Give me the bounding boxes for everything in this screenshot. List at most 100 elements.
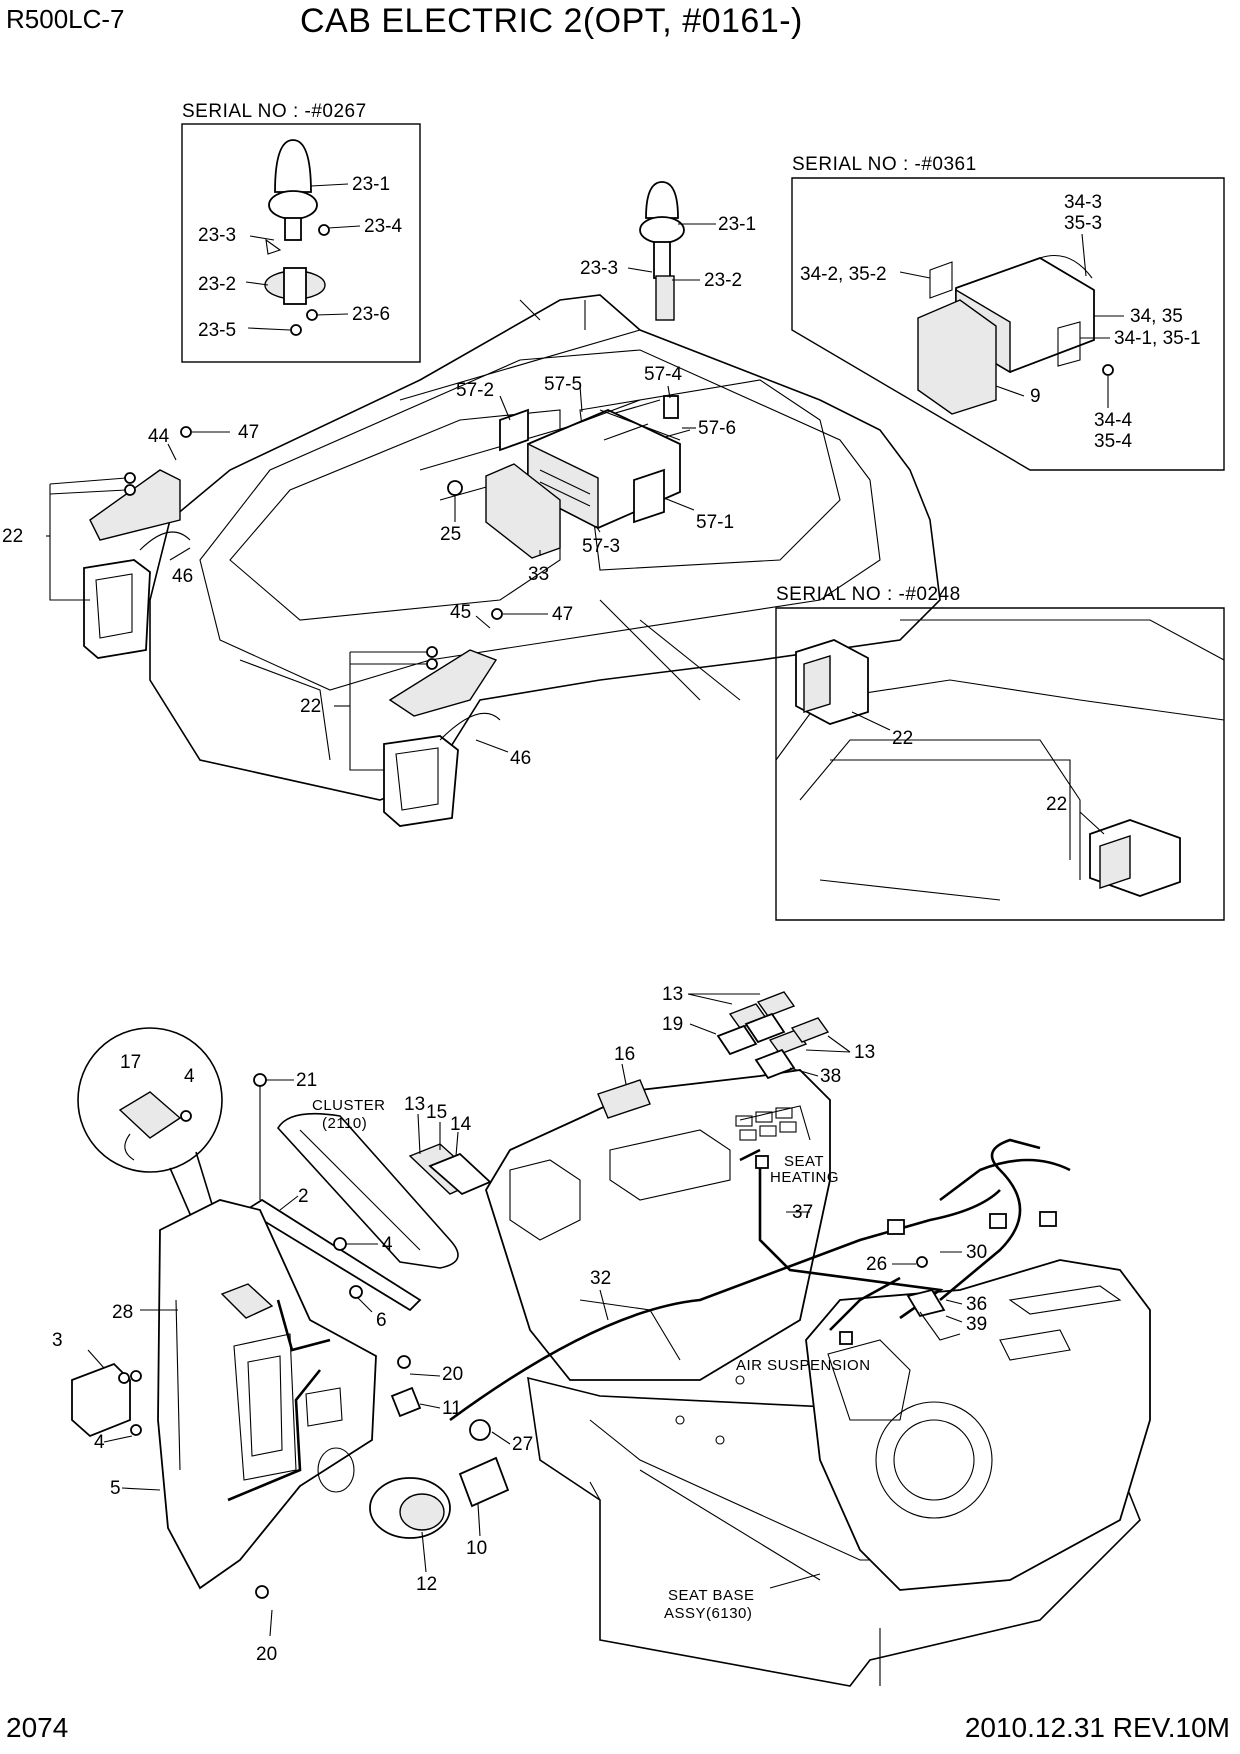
label-5: 5 bbox=[110, 1478, 121, 1499]
radio-unit bbox=[447, 395, 681, 559]
label-37: 37 bbox=[792, 1202, 813, 1223]
label-45: 45 bbox=[450, 602, 471, 623]
label-6: 6 bbox=[376, 1310, 387, 1331]
label-47-upper: 47 bbox=[238, 422, 259, 443]
label-14: 14 bbox=[450, 1114, 472, 1135]
label-57-5: 57-5 bbox=[544, 374, 582, 395]
label-57-1: 57-1 bbox=[696, 512, 734, 533]
right-console bbox=[805, 1259, 1151, 1591]
label-20-upper: 20 bbox=[442, 1364, 463, 1385]
label-57-4: 57-4 bbox=[644, 364, 682, 385]
label-39: 39 bbox=[966, 1314, 987, 1335]
seat-heating-switch bbox=[597, 1079, 651, 1119]
label-4-bracket: 4 bbox=[382, 1234, 393, 1255]
label-57-6: 57-6 bbox=[698, 418, 736, 439]
label-30: 30 bbox=[966, 1242, 987, 1263]
label-4-lower: 4 bbox=[94, 1432, 105, 1453]
detail-callout-circle bbox=[77, 1027, 227, 1261]
label-3: 3 bbox=[52, 1330, 63, 1351]
label-26: 26 bbox=[866, 1254, 887, 1275]
label-23-6: 23-6 bbox=[352, 304, 390, 325]
seat-heating-label-line1: SEAT bbox=[784, 1153, 824, 1170]
label-36: 36 bbox=[966, 1294, 987, 1315]
label-22-inset-b: 22 bbox=[1046, 794, 1067, 815]
label-23-4: 23-4 bbox=[364, 216, 402, 237]
bracket bbox=[244, 1073, 422, 1312]
label-57-2: 57-2 bbox=[456, 380, 494, 401]
label-23-3: 23-3 bbox=[198, 225, 236, 246]
label-13-cluster: 13 bbox=[404, 1094, 425, 1115]
label-34-35: 34, 35 bbox=[1130, 306, 1183, 327]
label-13-top: 13 bbox=[662, 984, 683, 1005]
beacon-lamp-inset bbox=[264, 139, 330, 336]
label-28: 28 bbox=[112, 1302, 133, 1323]
seat-harness-clamp bbox=[906, 1256, 961, 1341]
label-13-right: 13 bbox=[854, 1042, 875, 1063]
label-25: 25 bbox=[440, 524, 461, 545]
seat-base-label-line1: SEAT BASE bbox=[668, 1587, 754, 1604]
label-19: 19 bbox=[662, 1014, 683, 1035]
label-20-lower: 20 bbox=[256, 1644, 277, 1665]
cluster-label: CLUSTER bbox=[312, 1097, 386, 1114]
work-lamp-left bbox=[83, 426, 192, 659]
beacon-serial-label: SERIAL NO : -#0267 bbox=[182, 101, 367, 122]
cluster-cover bbox=[277, 1112, 459, 1269]
radio-serial-label: SERIAL NO : -#0361 bbox=[792, 154, 977, 175]
label-9: 9 bbox=[1030, 386, 1041, 407]
label-35-3: 35-3 bbox=[1064, 213, 1102, 234]
label-46-left: 46 bbox=[172, 566, 193, 587]
label-57-3: 57-3 bbox=[582, 536, 620, 557]
worklamp-serial-label: SERIAL NO : -#0248 bbox=[776, 584, 961, 605]
label-35-4: 35-4 bbox=[1094, 431, 1132, 452]
label-22-left: 22 bbox=[2, 526, 23, 547]
label-34-2-35-2: 34-2, 35-2 bbox=[800, 264, 887, 285]
left-console bbox=[485, 1069, 831, 1381]
label-38: 38 bbox=[820, 1066, 841, 1087]
label-46-center: 46 bbox=[510, 748, 531, 769]
rocker-switches bbox=[716, 991, 830, 1080]
cluster-ref-label: (2110) bbox=[322, 1115, 367, 1132]
label-4-detail: 4 bbox=[184, 1066, 195, 1087]
work-lamp-inset bbox=[775, 619, 1225, 901]
radio-unit-inset bbox=[917, 254, 1114, 415]
side-panel bbox=[157, 1199, 377, 1590]
beacon-lamp bbox=[639, 181, 685, 321]
label-33: 33 bbox=[528, 564, 549, 585]
label-47-lower: 47 bbox=[552, 604, 573, 625]
label-22-inset-a: 22 bbox=[892, 728, 913, 749]
relay-parts bbox=[255, 1355, 510, 1599]
label-2: 2 bbox=[298, 1186, 309, 1207]
label-12: 12 bbox=[416, 1574, 437, 1595]
model-number: R500LC-7 bbox=[6, 4, 125, 34]
label-21: 21 bbox=[296, 1070, 317, 1091]
label-17: 17 bbox=[120, 1052, 141, 1073]
label-11: 11 bbox=[442, 1398, 462, 1419]
revision-date: 2010.12.31 REV.10M bbox=[964, 1712, 1230, 1743]
label-16: 16 bbox=[614, 1044, 635, 1065]
label-23-2: 23-2 bbox=[198, 274, 236, 295]
mounting-bracket bbox=[71, 1362, 142, 1438]
label-10: 10 bbox=[466, 1538, 487, 1559]
label-23-1-main: 23-1 bbox=[718, 214, 756, 235]
worklamp-inset-frame bbox=[775, 607, 1225, 921]
label-23-3-main: 23-3 bbox=[580, 258, 618, 279]
seat-base-label-line2: ASSY(6130) bbox=[664, 1605, 752, 1622]
cluster-switch-assembly bbox=[408, 1143, 492, 1196]
seat-heating-label-line2: HEATING bbox=[770, 1169, 839, 1186]
label-22-center: 22 bbox=[300, 696, 321, 717]
air-suspension-label: AIR SUSPENSION bbox=[736, 1357, 871, 1374]
label-34-3: 34-3 bbox=[1064, 192, 1102, 213]
label-34-4: 34-4 bbox=[1094, 410, 1132, 431]
label-15: 15 bbox=[426, 1102, 447, 1123]
beacon-inset-frame bbox=[181, 123, 421, 363]
page-title: CAB ELECTRIC 2(OPT, #0161-) bbox=[300, 2, 803, 40]
label-23-1: 23-1 bbox=[352, 174, 390, 195]
label-27: 27 bbox=[512, 1434, 533, 1455]
work-lamp-center bbox=[383, 608, 503, 827]
label-23-5: 23-5 bbox=[198, 320, 236, 341]
wiring-harness bbox=[449, 1138, 1071, 1422]
label-34-1-35-1: 34-1, 35-1 bbox=[1114, 328, 1201, 349]
label-44: 44 bbox=[148, 426, 170, 447]
radio-inset-frame bbox=[791, 177, 1225, 471]
